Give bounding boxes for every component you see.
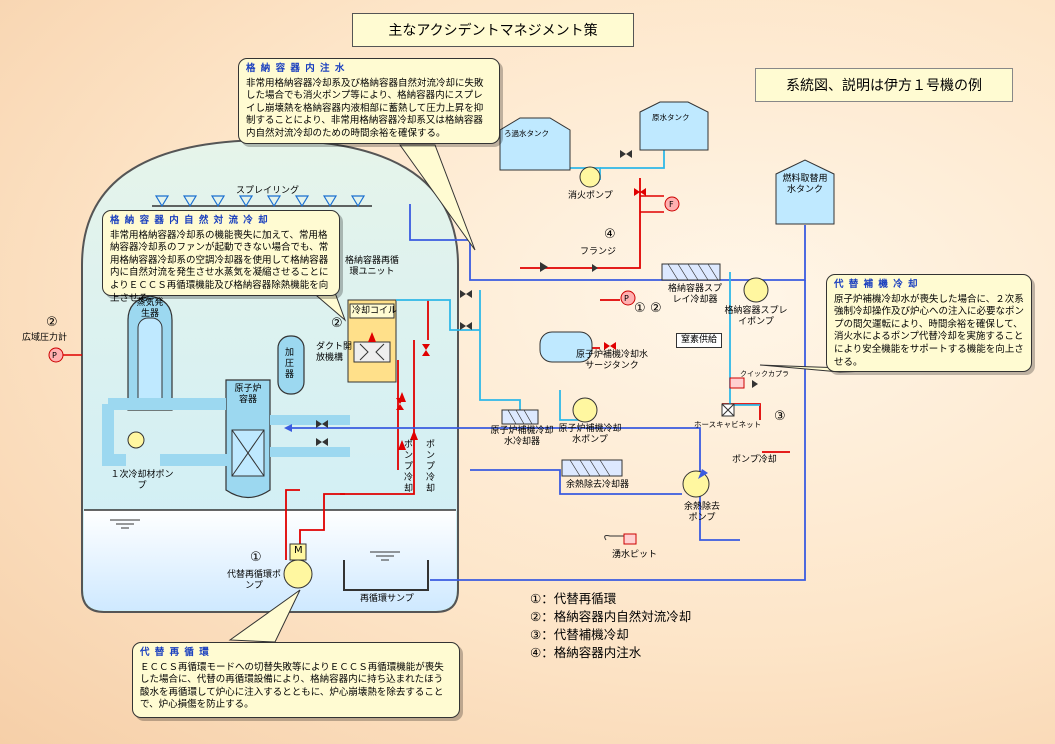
- label-recirc-sump: 再循環サンプ: [360, 594, 414, 604]
- label-n1: ①: [250, 550, 262, 565]
- page-title: 主なアクシデントマネジメント策: [352, 13, 634, 47]
- label-reactor-vessel: 原子炉容器: [234, 384, 262, 405]
- filtered-tank-shape: [499, 117, 571, 171]
- label-ccw-pump: 原子炉補機冷却水ポンプ: [558, 424, 622, 445]
- example-note: 系統図、説明は伊方１号機の例: [755, 68, 1013, 102]
- callout-body: 非常用格納容器冷却系の機能喪失に加えて、常用格納容器冷却系のファンが起動できない…: [110, 229, 329, 304]
- alt-recirc-pump-shape: [283, 559, 313, 589]
- label-m: M: [294, 545, 303, 556]
- label-spray-ring: スプレイリング: [236, 186, 300, 196]
- label-hose-cabinet: ホースキャビネット: [694, 420, 762, 429]
- label-wide-pressure: 広域圧力計: [22, 333, 68, 343]
- label-pump-cooling-3: ポンプ冷却: [732, 455, 777, 465]
- label-p2: P: [624, 294, 629, 303]
- label-cv-spray-cooler: 格納容器スプレイ冷却器: [667, 284, 722, 305]
- label-duct-open: ダクト開放機構: [316, 342, 353, 363]
- label-nitrogen: 窒素供給: [676, 333, 723, 348]
- callout-alt-recirc: 代 替 再 循 環 ＥＣＣＳ再循環モードへの切替失敗等によりＥＣＣＳ再循環機能が…: [132, 642, 460, 718]
- legend-item-2: ②：格納容器内自然対流冷却: [530, 609, 692, 624]
- callout-heading: 格 納 容 器 内 自 然 対 流 冷 却: [110, 215, 269, 226]
- raw-tank-shape: [639, 101, 709, 151]
- label-raw-tank: 原水タンク: [652, 113, 690, 122]
- callout-alt-feed: 代 替 補 機 冷 却 原子炉補機冷却水が喪失した場合に、２次系強制冷却操作及び…: [826, 274, 1032, 372]
- label-cv-recirc-unit: 格納容器再循環ユニット: [344, 256, 399, 277]
- legend-item-1: ①：代替再循環: [530, 591, 617, 606]
- label-pressurizer: 加圧器: [285, 348, 295, 380]
- fuel-tank-shape: [775, 159, 835, 225]
- label-ccw-cooler: 原子炉補機冷却水冷却器: [490, 426, 554, 447]
- label-ccw-surge-tank: 原子炉補機冷却水サージタンク: [575, 350, 648, 371]
- callout-body: 原子炉補機冷却水が喪失した場合に、２次系強制冷却操作及び炉心への注入に必要なポン…: [834, 293, 1025, 368]
- callout-natural-convection: 格 納 容 器 内 自 然 対 流 冷 却 非常用格納容器冷却系の機能喪失に加え…: [102, 210, 340, 304]
- label-pump-cooling-1: ポンプ冷却: [404, 440, 414, 494]
- callout-body: ＥＣＣＳ再循環モードへの切替失敗等によりＥＣＣＳ再循環機能が喪失した場合に、代替…: [140, 661, 444, 711]
- callout-heading: 代 替 再 循 環: [140, 647, 210, 658]
- legend-item-4: ④：格納容器内注水: [530, 645, 642, 660]
- label-primary-pump: １次冷却材ポンプ: [110, 470, 174, 491]
- pressurizer-shape: [277, 335, 305, 395]
- legend: ①：代替再循環 ②：格納容器内自然対流冷却 ③：代替補機冷却 ④：格納容器内注水: [530, 590, 691, 662]
- recirc-sump: [343, 560, 429, 591]
- rhr-pump-shape: [682, 470, 710, 498]
- callout-containment-injection: 格 納 容 器 内 注 水 非常用格納容器冷却系及び格納容器自然対流冷却に失敗し…: [238, 58, 500, 144]
- label-spring-pit: 湧水ピット: [612, 550, 658, 560]
- label-n2b: ②: [331, 316, 343, 331]
- label-n1b: ①: [634, 301, 646, 316]
- label-rhr-pump: 余熱除去ポンプ: [683, 502, 720, 523]
- callout-heading: 格 納 容 器 内 注 水: [246, 63, 346, 74]
- label-cv-spray-pump: 格納容器スプレイポンプ: [724, 306, 788, 327]
- label-n4: ④: [604, 227, 616, 242]
- label-filtered-tank: ろ過水タンク: [504, 129, 549, 138]
- ccw-pump-shape: [572, 397, 598, 423]
- label-n2a: ②: [46, 315, 58, 330]
- label-f: F: [669, 200, 674, 209]
- rhr-cooler-shape: [561, 459, 623, 477]
- label-n2c: ②: [650, 301, 662, 316]
- sump-water: [84, 510, 456, 610]
- label-alt-recirc-pump: 代替再循環ポンプ: [226, 570, 281, 591]
- label-fuel-tank: 燃料取替用水タンク: [782, 174, 828, 195]
- fire-pump-shape: [579, 166, 601, 188]
- surge-tank-shape: [539, 331, 593, 363]
- legend-item-3: ③：代替補機冷却: [530, 627, 629, 642]
- label-pump-cooling-2: ポンプ冷却: [426, 440, 436, 494]
- cv-spray-cooler-shape: [661, 263, 721, 281]
- label-p-gauge: P: [52, 351, 57, 360]
- label-quick-coupler: クイックカプラ: [740, 370, 789, 378]
- label-cooling-coil: 冷却コイル: [352, 306, 398, 316]
- callout-body: 非常用格納容器冷却系及び格納容器自然対流冷却に失敗した場合でも消火ポンプ等により…: [246, 77, 484, 139]
- cv-spray-pump-shape: [743, 277, 769, 303]
- label-n3: ③: [774, 409, 786, 424]
- callout-heading: 代 替 補 機 冷 却: [834, 279, 919, 290]
- label-fire-pump: 消火ポンプ: [568, 191, 613, 201]
- label-rhr-cooler: 余熱除去冷却器: [566, 480, 630, 490]
- label-flange: フランジ: [580, 247, 617, 257]
- label-steam-gen: 蒸気発生器: [136, 298, 164, 319]
